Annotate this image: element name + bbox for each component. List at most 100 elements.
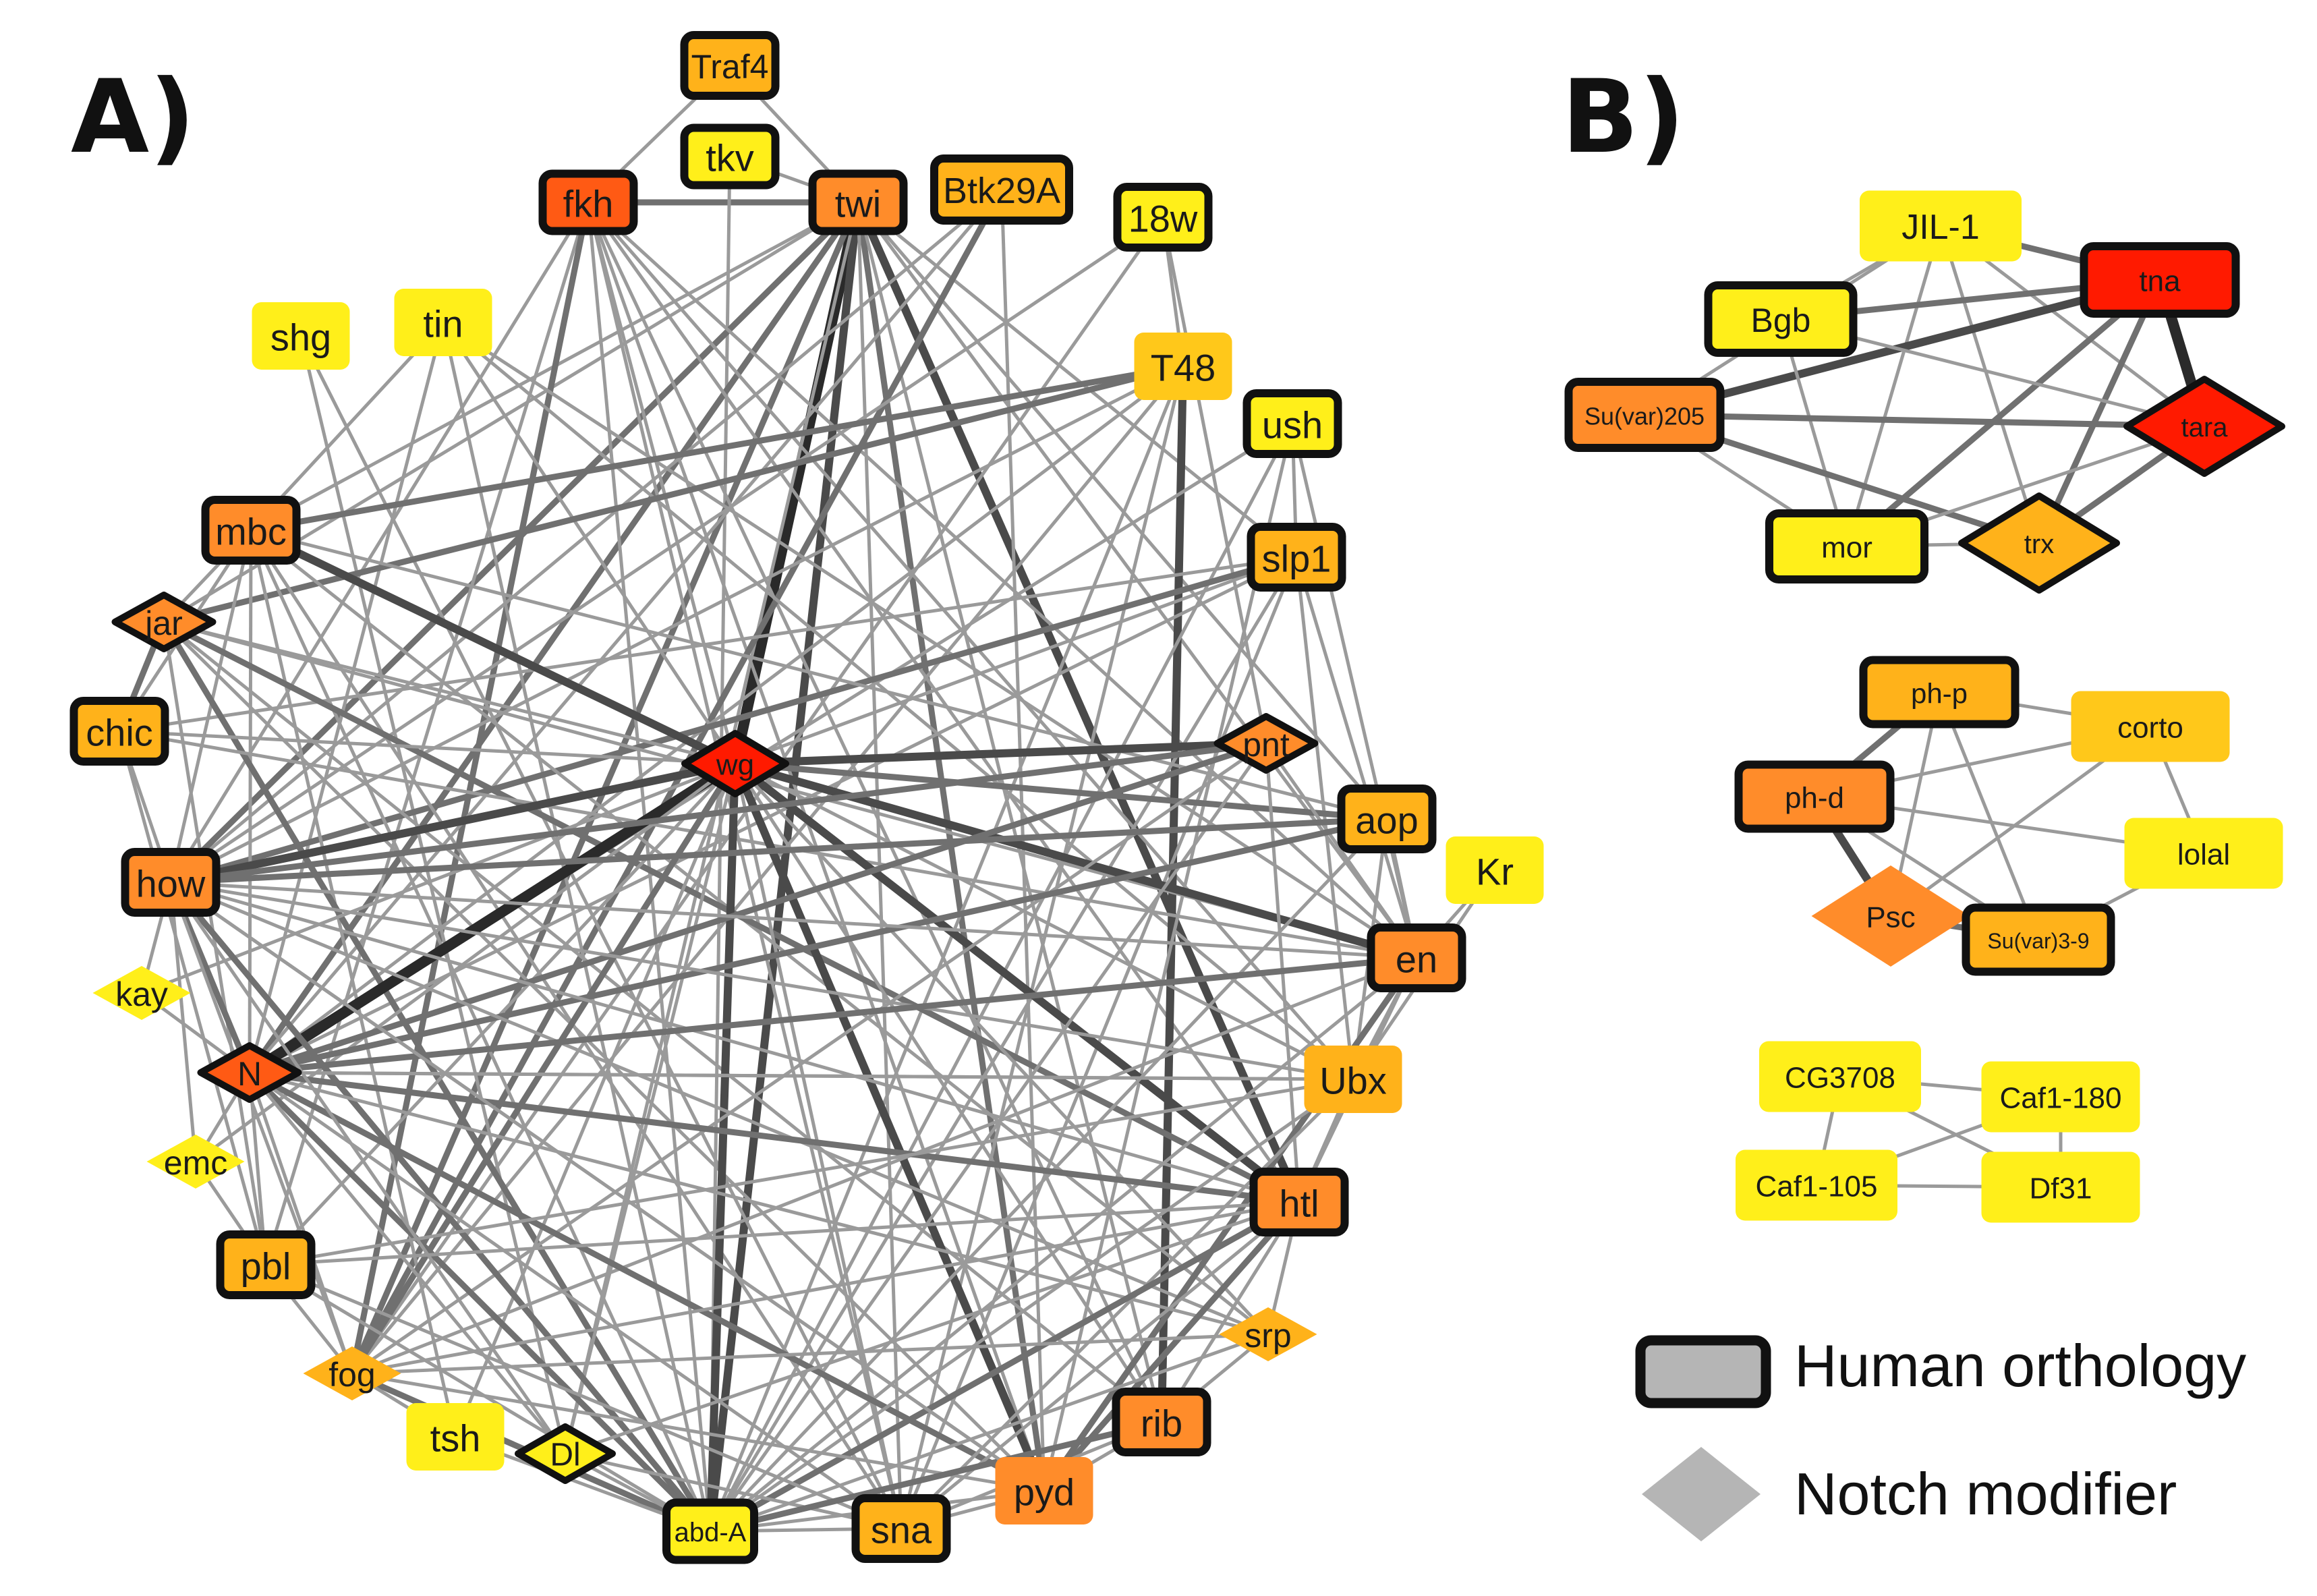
node-kr-label: Kr — [1476, 851, 1514, 893]
node-chic-shape — [69, 697, 169, 766]
node-aop-shape — [1337, 785, 1437, 853]
node-t48: T48 — [1134, 333, 1232, 400]
node-chic: chic — [69, 697, 169, 766]
edge-jil1-trx — [1939, 225, 2041, 544]
edge-n-sna — [248, 1071, 903, 1531]
node-bgb-shape — [1704, 281, 1858, 357]
edge-tin-wg — [441, 321, 737, 765]
node-abda: abd-A — [662, 1498, 758, 1564]
node-tin-shape — [394, 289, 492, 356]
edge-fog-pyd — [351, 1371, 1045, 1493]
edge-slp1-en — [1294, 557, 1419, 959]
node-pnt-shape — [1213, 713, 1319, 774]
edge-t48-sna — [899, 366, 1185, 1529]
edge-wg-pnt — [735, 739, 1267, 768]
edge-wg-emc — [194, 762, 737, 1164]
edge-bgb-mor — [1779, 318, 1849, 547]
node-shg: shg — [252, 302, 350, 370]
node-t48-shape — [1134, 333, 1232, 400]
node-en: en — [1367, 923, 1466, 992]
node-n-shape — [197, 1042, 302, 1103]
panel-label-b: B) — [1562, 59, 1685, 176]
edge-wg-kay — [141, 762, 736, 995]
node-emc-label: emc — [164, 1144, 227, 1182]
node-abda-shape — [662, 1498, 758, 1564]
legend-notch-swatch — [1642, 1447, 1761, 1541]
edge-jar-pyd — [163, 621, 1046, 1492]
edge-aop-n — [249, 816, 1388, 1076]
edge-mbc-n — [248, 530, 253, 1073]
edge-mbc-abda — [249, 529, 712, 1533]
edge-jil1-mor — [1845, 225, 1943, 547]
node-n: N — [197, 1042, 302, 1103]
node-fkh-label: fkh — [563, 183, 614, 225]
node-mor-shape — [1765, 509, 1928, 583]
edge-btk29a-fog — [349, 188, 1004, 1375]
node-caf1105-label: Caf1-105 — [1755, 1170, 1877, 1203]
node-df31: Df31 — [1981, 1151, 2140, 1223]
node-suvar39-shape — [1962, 903, 2115, 976]
node-bgb: Bgb — [1704, 281, 1858, 357]
edge-n-dl — [248, 1071, 567, 1455]
edge-t48-abda — [708, 366, 1185, 1532]
node-traf4: Traf4 — [680, 31, 780, 100]
node-n-label: N — [237, 1055, 262, 1093]
edge-fkh-fog — [349, 202, 592, 1374]
node-w18-label: 18w — [1128, 198, 1198, 240]
node-jil1-label: JIL-1 — [1901, 208, 1980, 247]
node-kay-shape — [92, 966, 191, 1020]
node-abda-label: abd-A — [675, 1518, 747, 1547]
edge-fkh-how — [169, 201, 590, 884]
node-slp1-label: slp1 — [1262, 538, 1332, 580]
node-srp-shape — [1219, 1307, 1317, 1361]
node-trx-label: trx — [2024, 530, 2054, 559]
node-shg-shape — [252, 302, 350, 370]
node-php-shape — [1859, 656, 2020, 729]
edge-ubx-pbl — [265, 1077, 1354, 1267]
node-kay: kay — [92, 966, 191, 1020]
node-rib-label: rib — [1141, 1402, 1182, 1445]
node-en-label: en — [1396, 938, 1437, 981]
node-kay-label: kay — [115, 975, 168, 1013]
node-how-label: how — [136, 863, 206, 905]
node-jar-label: jar — [144, 604, 183, 642]
edge-pbl-sna — [265, 1263, 902, 1531]
edge-t48-jar — [163, 363, 1184, 625]
edge-wg-how — [169, 760, 737, 886]
node-bgb-label: Bgb — [1751, 302, 1811, 339]
node-ush-label: ush — [1262, 404, 1323, 447]
node-trx: trx — [1958, 492, 2120, 594]
edge-ush-pyd — [1042, 423, 1294, 1491]
edge-slp1-ubx — [1294, 557, 1355, 1080]
node-trx-shape — [1958, 492, 2120, 594]
node-fkh-shape — [538, 169, 638, 235]
edge-mbc-aop — [250, 528, 1388, 821]
node-en-shape — [1367, 923, 1466, 992]
edge-aop-abda — [709, 818, 1388, 1533]
edge-twi-rib — [856, 202, 1164, 1423]
node-pyd-shape — [995, 1457, 1093, 1524]
edge-htl-pbl — [265, 1200, 1300, 1267]
edge-n-abda — [247, 1070, 713, 1534]
node-fog-label: fog — [328, 1356, 376, 1394]
edge-how-en — [170, 880, 1417, 960]
node-caf1180: Caf1-180 — [1981, 1061, 2140, 1133]
node-psc-shape — [1811, 865, 1970, 967]
edge-htl-rib — [1160, 1201, 1301, 1423]
edge-t48-mbc — [250, 363, 1184, 534]
edge-how-dl — [169, 881, 567, 1455]
node-how-shape — [121, 848, 221, 917]
node-tsh-label: tsh — [430, 1417, 481, 1460]
edge-wg-rib — [733, 762, 1164, 1423]
edge-htl-fog — [351, 1200, 1300, 1375]
node-ush: ush — [1242, 389, 1342, 458]
edge-emc-how — [169, 882, 198, 1162]
edge-tin-en — [442, 320, 1418, 960]
edge-n-en — [249, 954, 1417, 1076]
node-shg-label: shg — [270, 316, 331, 359]
node-pbl-label: pbl — [241, 1245, 291, 1288]
node-emc: emc — [146, 1135, 245, 1189]
node-wg-shape — [681, 730, 789, 797]
